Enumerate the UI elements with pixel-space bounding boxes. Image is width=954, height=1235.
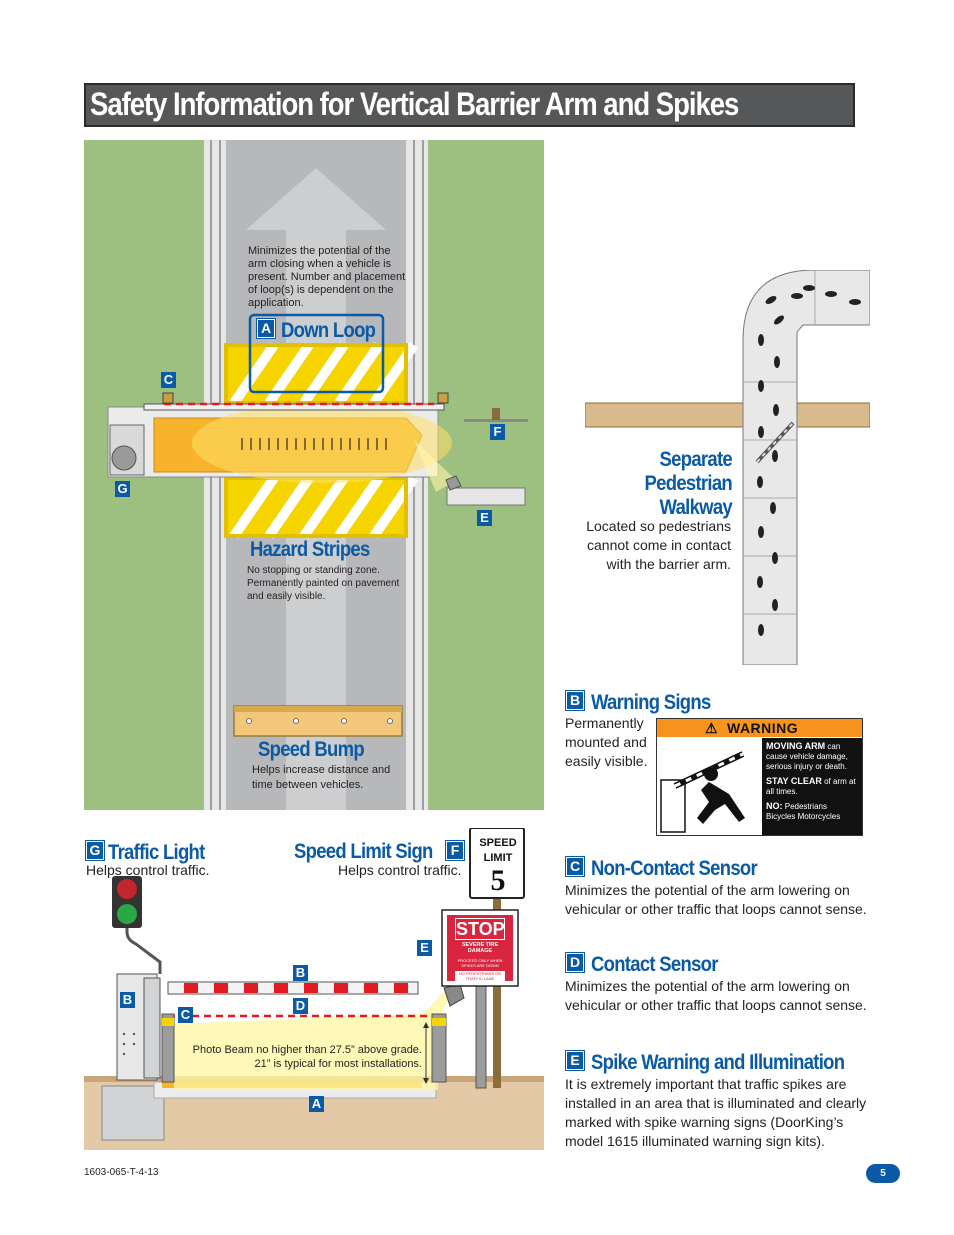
hazard-stripes-description: No stopping or standing zone. Permanentl… — [247, 565, 400, 602]
spike-heading: E Spike Warning and Illumination — [566, 1051, 879, 1075]
warning-sign-header-text: WARNING — [727, 720, 799, 736]
warning-sign-text-panel: MOVING ARM can cause vehicle damage, ser… — [762, 738, 862, 835]
stop-sign-line-1: SEVERE TIRE — [461, 942, 499, 948]
photo-beam-note: Photo Beam no higher than 27.5” above gr… — [192, 1044, 422, 1070]
speed-limit-sign-mid: LIMIT — [483, 852, 513, 864]
traffic-light-description: Helps control traffic. — [86, 862, 210, 878]
contact-letter: D — [566, 953, 584, 972]
down-loop-letter: A — [257, 319, 275, 338]
warning-sign-no-items: Pedestrians Bicycles Motorcycles — [766, 802, 841, 821]
warning-sign-no: NO: — [766, 801, 783, 811]
speed-limit-label: Speed Limit Sign — [294, 840, 433, 863]
title-bar: Safety Information for Vertical Barrier … — [84, 83, 855, 127]
warning-signs-heading: B Warning Signs — [566, 691, 727, 715]
tag-e: E — [477, 510, 492, 526]
spike-label: Spike Warning and Illumination — [591, 1051, 845, 1074]
speed-limit-sign-top: SPEED — [479, 837, 517, 849]
hazard-stripes-label: Hazard Stripes — [250, 538, 370, 561]
non-contact-description: Minimizes the potential of the arm lower… — [565, 882, 867, 917]
down-loop-heading: A Down Loop — [257, 319, 389, 343]
stop-sign-line-4: NO PEDESTRIANS OR TRAFFIC LANE — [455, 971, 505, 981]
tag-c-side: C — [178, 1007, 193, 1023]
warning-signs-letter: B — [566, 691, 584, 710]
warning-signs-description: Permanently mounted and easily visible. — [565, 715, 648, 769]
traffic-light-heading: G Traffic Light — [86, 841, 218, 865]
warning-sign-graphic: ⚠ WARNING MOVING ARM can cause vehicle d… — [656, 718, 863, 836]
speed-limit-heading: Speed Limit Sign F — [294, 840, 464, 864]
walkway-description: Located so pedestrians cannot come in co… — [586, 518, 731, 572]
page-title: Safety Information for Vertical Barrier … — [90, 86, 739, 122]
down-loop-description: Minimizes the potential of the arm closi… — [248, 245, 406, 309]
tag-f: F — [490, 424, 505, 440]
speed-limit-description: Helps control traffic. — [338, 862, 462, 878]
stop-sign-line-2: DAMAGE — [467, 948, 493, 954]
speed-limit-sign: SPEED LIMIT 5 — [474, 836, 522, 896]
speed-bump-label: Speed Bump — [258, 738, 365, 761]
warning-sign-stay-clear-text: of arm at all times. — [766, 777, 856, 796]
speed-bump-description: Helps increase distance and time between… — [252, 764, 391, 791]
walkway-label-line-3: Walkway — [659, 496, 733, 519]
contact-label: Contact Sensor — [591, 953, 719, 976]
tag-d: D — [293, 998, 308, 1014]
spike-description: It is extremely important that traffic s… — [565, 1076, 867, 1149]
speed-limit-sign-number: 5 — [490, 864, 506, 897]
stop-sign-text: STOP — [455, 918, 505, 940]
spike-letter: E — [566, 1051, 584, 1070]
tag-a: A — [309, 1096, 324, 1112]
walkway-label-line-2: Pedestrian — [644, 472, 733, 495]
tag-e-side: E — [417, 940, 432, 956]
side-view-diagram: SPEED LIMIT 5 STOP SEVERE TIRE DAMAGE PR… — [84, 828, 544, 1150]
document-code: 1603-065-T-4-13 — [84, 1167, 159, 1178]
tag-g: G — [115, 481, 130, 497]
warning-sign-header: ⚠ WARNING — [657, 719, 862, 737]
traffic-light-letter: G — [86, 841, 104, 860]
contact-heading: D Contact Sensor — [566, 953, 735, 977]
non-contact-label: Non-Contact Sensor — [591, 857, 758, 880]
non-contact-heading: C Non-Contact Sensor — [566, 857, 780, 881]
walkway-label-line-1: Separate — [659, 448, 733, 471]
warning-sign-moving-arm-text: can cause vehicle damage, serious injury… — [766, 742, 848, 771]
tag-b-arm: B — [293, 965, 308, 981]
tag-c: C — [161, 372, 176, 388]
plan-view-diagram: Minimizes the potential of the arm closi… — [84, 140, 544, 810]
tag-b-cabinet: B — [120, 992, 135, 1008]
stop-sign-line-3: PROCEED ONLY WHEN SPIKES ARE DOWN — [457, 958, 503, 968]
traffic-light-label: Traffic Light — [108, 841, 206, 864]
contact-description: Minimizes the potential of the arm lower… — [565, 978, 867, 1013]
non-contact-letter: C — [566, 857, 584, 876]
stop-sign: STOP SEVERE TIRE DAMAGE PROCEED ONLY WHE… — [447, 916, 513, 981]
warning-signs-label: Warning Signs — [591, 691, 711, 714]
warning-triangle-icon: ⚠ — [705, 720, 718, 736]
warning-sign-moving-arm: MOVING ARM — [766, 741, 826, 751]
warning-sign-stay-clear: STAY CLEAR — [766, 776, 822, 786]
page-number: 5 — [866, 1164, 900, 1183]
person-struck-icon — [660, 751, 745, 833]
speed-limit-letter: F — [446, 841, 464, 860]
walkway-label: Separate Pedestrian Walkway — [626, 448, 733, 520]
down-loop-label: Down Loop — [281, 319, 376, 342]
walkway-diagram — [585, 270, 870, 665]
